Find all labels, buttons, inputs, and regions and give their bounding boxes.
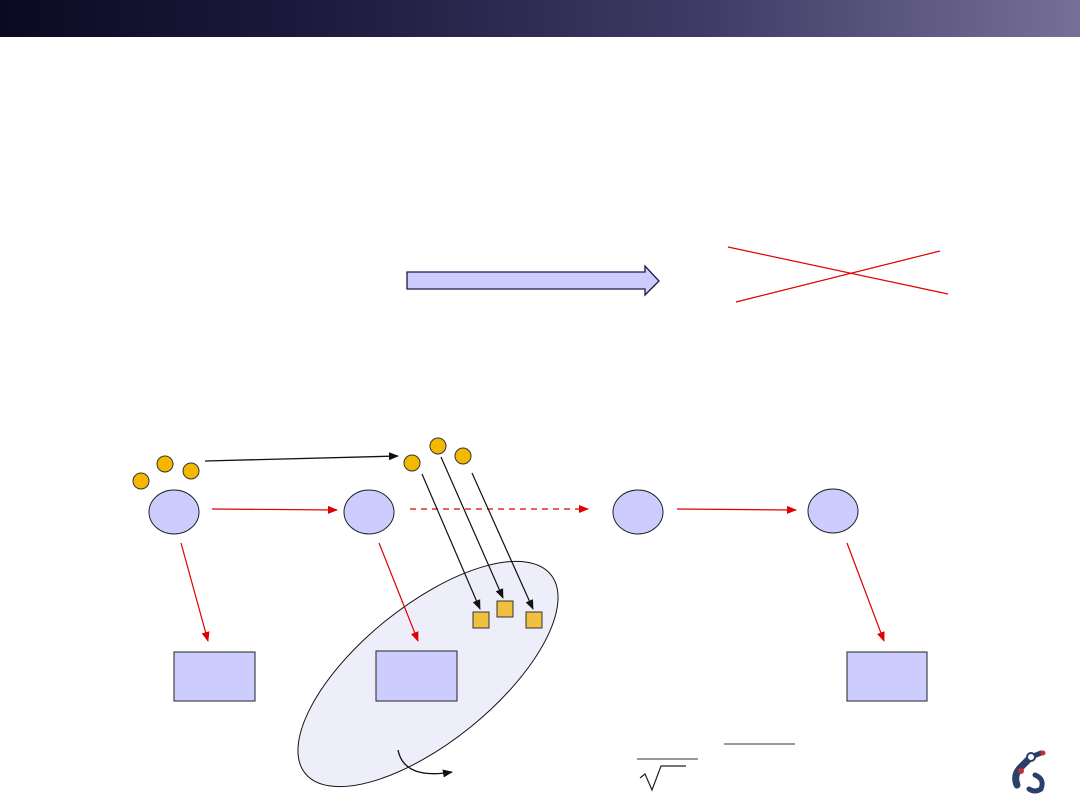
token — [156, 455, 174, 473]
result-square — [496, 600, 514, 618]
output-box-4 — [846, 651, 928, 702]
result-square — [525, 611, 543, 629]
token — [132, 472, 150, 490]
result-square — [472, 611, 490, 629]
token — [182, 462, 200, 480]
token-to-square-arrow — [471, 472, 534, 610]
token — [429, 437, 447, 455]
ellipse-pointer-arrow — [397, 749, 453, 778]
flow-arrow-3-4 — [676, 505, 797, 514]
output-arrow-4 — [846, 542, 885, 642]
state-node-1 — [148, 489, 200, 535]
token-transfer-arrow — [204, 452, 399, 462]
output-box-1 — [173, 651, 256, 702]
output-arrow-2 — [378, 542, 419, 642]
token — [454, 447, 472, 465]
state-node-4 — [807, 488, 859, 534]
cross-out-icon — [727, 246, 949, 303]
state-node-3 — [612, 489, 664, 535]
flow-arrow-1-2 — [211, 505, 338, 514]
big-right-arrow — [406, 264, 660, 297]
title-bar — [0, 0, 1080, 37]
token — [403, 454, 421, 472]
output-arrow-1 — [180, 542, 210, 642]
sqrt-icon — [639, 765, 686, 792]
state-node-2 — [343, 489, 395, 535]
token-to-square-arrow — [421, 473, 481, 610]
output-box-2 — [375, 650, 458, 702]
token-to-square-arrow — [440, 456, 504, 599]
robot-arm-logo-icon — [1012, 750, 1046, 794]
